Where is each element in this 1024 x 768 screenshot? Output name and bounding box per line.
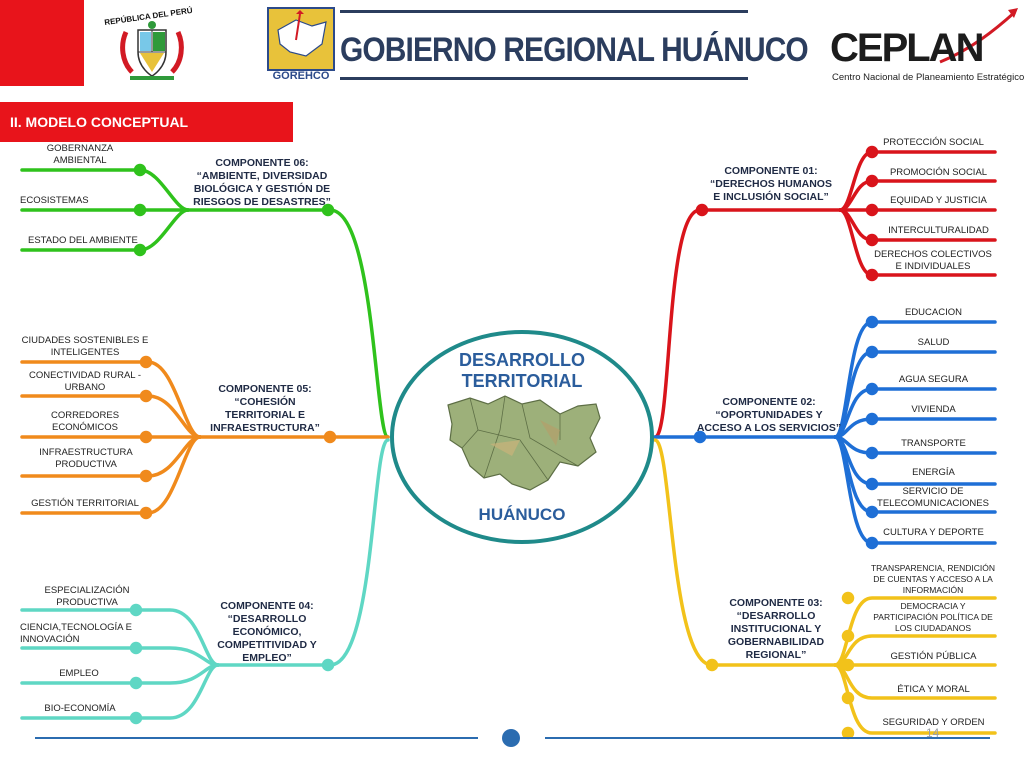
c05-line: “COHESIÓN [234, 396, 296, 408]
item-c04: ESPECIALIZACIÓN PRODUCTIVA [44, 585, 130, 608]
branch-c04 [20, 438, 390, 725]
item-c03: TRANSPARENCIA, RENDICIÓN DE CUENTAS Y AC… [870, 563, 996, 595]
item-c02: TRANSPORTE [901, 438, 966, 449]
item-c05: INFRAESTRUCTURA PRODUCTIVA [39, 447, 133, 470]
gorehco-logo-icon [267, 7, 335, 71]
item-c05: CORREDORES ECONÓMICOS [50, 410, 120, 433]
branch-c02 [653, 315, 997, 550]
c04-line: COMPETITIVIDAD Y [217, 639, 317, 651]
c02-line: “OPORTUNIDADES Y [715, 409, 823, 421]
item-c03: ÉTICA Y MORAL [897, 684, 970, 695]
title-rule-top [340, 10, 748, 13]
c01-line: “DERECHOS HUMANOS [710, 178, 832, 190]
header-red-block [0, 0, 84, 86]
c04-line: EMPLEO” [242, 652, 292, 664]
c06-line: “AMBIENTE, DIVERSIDAD [196, 170, 328, 182]
item-c02: EDUCACION [904, 307, 962, 318]
ceplan-logo-text: CEPLAN [830, 26, 984, 70]
c03-line: “DESARROLLO [736, 610, 816, 622]
c03-line: INSTITUCIONAL Y [730, 623, 822, 635]
c04-line: ECONÓMICO, [232, 626, 302, 638]
component-04-title: COMPONENTE 04: “DESARROLLO ECONÓMICO, CO… [208, 600, 326, 665]
ceplan-swoosh-icon [939, 8, 1018, 64]
item-c02: VIVIENDA [911, 404, 956, 415]
item-c03: DEMOCRACIA Y PARTICIPACIÓN POLÍTICA DE L… [873, 601, 993, 633]
item-c05: CONECTIVIDAD RURAL - URBANO [28, 370, 142, 393]
item-c01: EQUIDAD Y JUSTICIA [890, 195, 987, 206]
item-c04: CIENCIA,TECNOLOGÍA E INNOVACIÓN [20, 622, 132, 645]
c05-line: INFRAESTRUCTURA” [210, 422, 320, 434]
item-c03: SEGURIDAD Y ORDEN [882, 717, 985, 728]
item-c01: INTERCULTURALIDAD [888, 225, 989, 236]
c06-line: RIESGOS DE DESASTRES” [193, 196, 331, 208]
c01-line: E INCLUSIÓN SOCIAL” [713, 191, 829, 203]
item-c01: PROMOCIÓN SOCIAL [889, 167, 988, 178]
item-c05: GESTIÓN TERRITORIAL [31, 498, 139, 509]
c02-line: COMPONENTE 02: [722, 396, 816, 408]
c03-line: GOBERNABILIDAD [727, 636, 825, 648]
item-c02: CULTURA Y DEPORTE [883, 527, 984, 538]
item-c02: ENERGÍA [912, 467, 955, 478]
c06-line: BIOLÓGICA Y GESTIÓN DE [193, 183, 331, 195]
item-c02: AGUA SEGURA [898, 374, 969, 385]
item-c02: SALUD [917, 337, 950, 348]
c03-line: REGIONAL” [745, 649, 807, 661]
component-01-title: COMPONENTE 01: “DERECHOS HUMANOS E INCLU… [708, 165, 834, 204]
item-c02: SERVICIO DE TELECOMUNICACIONES [877, 486, 989, 509]
item-c04: BIO-ECONOMÍA [44, 703, 116, 714]
ceplan-subtitle: Centro Nacional de Planeamiento Estratég… [832, 72, 1024, 83]
component-03-title: COMPONENTE 03: “DESARROLLO INSTITUCIONAL… [722, 597, 830, 662]
footer-dot [502, 729, 520, 747]
center-title: DESARROLLO TERRITORIAL [442, 350, 602, 392]
c05-line: COMPONENTE 05: [218, 383, 312, 395]
c02-line: ACCESO A LOS SERVICIOS” [696, 422, 842, 434]
branch-c01 [653, 145, 997, 439]
gorehco-label: GOREHCO [272, 70, 330, 82]
gobierno-title: GOBIERNO REGIONAL HUÁNUCO [340, 31, 809, 69]
section-title: II. MODELO CONCEPTUAL [0, 102, 293, 142]
item-c05: CIUDADES SOSTENIBLES E INTELIGENTES [21, 335, 149, 358]
branch-c06 [20, 163, 390, 439]
branch-c03 [653, 438, 997, 740]
c04-line: COMPONENTE 04: [220, 600, 314, 612]
item-c06: ESTADO DEL AMBIENTE [28, 235, 138, 246]
peru-coat-of-arms-icon [120, 21, 184, 80]
item-c01: DERECHOS COLECTIVOS E INDIVIDUALES [874, 249, 992, 272]
branch-c05 [20, 355, 390, 520]
item-c03: GESTIÓN PÚBLICA [890, 651, 977, 662]
c05-line: TERRITORIAL E [224, 409, 306, 421]
item-c06: GOBERNANZA AMBIENTAL [46, 143, 114, 166]
item-c01: PROTECCIÓN SOCIAL [883, 137, 984, 148]
center-title-line2: TERRITORIAL [461, 371, 583, 391]
page-number: 14 [926, 726, 940, 740]
title-rule-bottom [340, 77, 748, 80]
item-c06: ECOSISTEMAS [20, 195, 89, 206]
c03-line: COMPONENTE 03: [729, 597, 823, 609]
center-title-line1: DESARROLLO [459, 350, 585, 370]
component-02-title: COMPONENTE 02: “OPORTUNIDADES Y ACCESO A… [696, 396, 842, 435]
center-bottom-label: HUÁNUCO [478, 505, 566, 524]
component-06-title: COMPONENTE 06: “AMBIENTE, DIVERSIDAD BIO… [192, 157, 332, 209]
c04-line: “DESARROLLO [227, 613, 307, 625]
component-05-title: COMPONENTE 05: “COHESIÓN TERRITORIAL E I… [210, 383, 320, 435]
c01-line: COMPONENTE 01: [724, 165, 818, 177]
item-c04: EMPLEO [59, 668, 99, 679]
c06-line: COMPONENTE 06: [215, 157, 309, 169]
huanuco-map-icon [447, 395, 601, 491]
